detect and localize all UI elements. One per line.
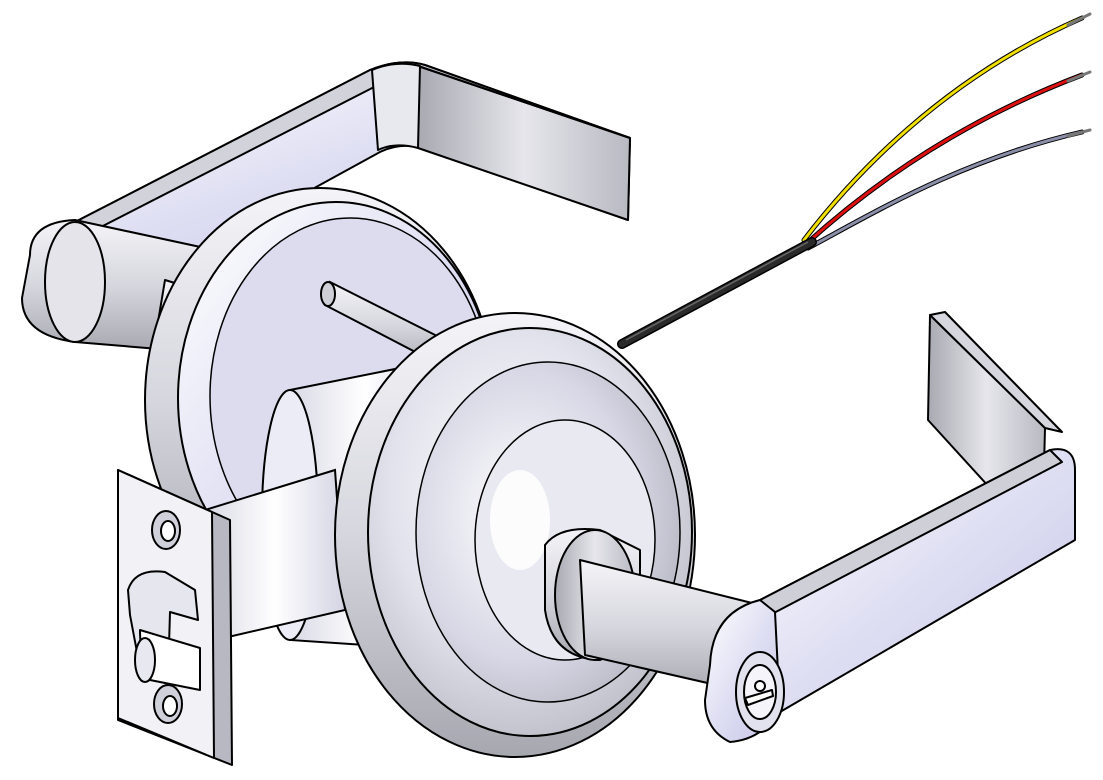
electrical-cable — [617, 237, 817, 349]
latch-tongue-icon — [127, 570, 201, 691]
screw-hole-icon — [153, 684, 183, 724]
key-cylinder — [735, 651, 785, 733]
wire-gray — [805, 129, 1085, 251]
strike-faceplate — [117, 469, 233, 766]
wire-yellow — [801, 15, 1085, 243]
rear-lever-handle — [21, 61, 631, 381]
front-rose — [334, 312, 696, 758]
wire-bundle — [801, 12, 1092, 251]
screw-hole-icon — [151, 510, 181, 550]
front-lever-handle — [544, 311, 1076, 743]
keyhole-icon — [744, 680, 774, 706]
